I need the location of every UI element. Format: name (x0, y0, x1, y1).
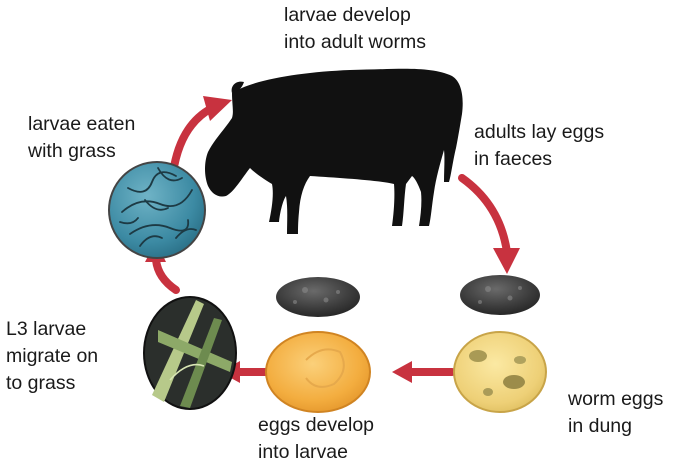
label-adults-lay-eggs-line2: in faeces (474, 146, 604, 173)
larvae-on-grass-icon (109, 162, 205, 258)
grass-blades-icon (144, 297, 236, 409)
label-larvae-eaten: larvae eaten with grass (28, 111, 135, 165)
arrow-eaten-to-cow-head (203, 96, 232, 121)
cow-silhouette-icon (205, 69, 463, 234)
label-larvae-eaten-line2: with grass (28, 138, 135, 165)
arrow-cow-to-dung-head (493, 248, 520, 274)
label-l3-migrate-line2: migrate on (6, 343, 98, 370)
label-worm-eggs-line1: worm eggs (568, 386, 663, 413)
arrow-cow-to-dung (462, 178, 507, 252)
larvae-in-egg-icon (266, 332, 370, 412)
label-eggs-develop-line1: eggs develop (258, 412, 374, 439)
label-adult-worms: larvae develop into adult worms (284, 2, 426, 56)
arrow-yellow-to-orange-head (392, 361, 412, 383)
dung-pat-icon (276, 275, 540, 317)
label-worm-eggs-line2: in dung (568, 413, 663, 440)
label-adult-worms-line1: larvae develop (284, 2, 426, 29)
label-l3-migrate-line3: to grass (6, 370, 98, 397)
label-l3-migrate-line1: L3 larvae (6, 316, 98, 343)
label-eggs-develop-line2: into larvae (258, 439, 374, 466)
label-adults-lay-eggs-line1: adults lay eggs (474, 119, 604, 146)
label-adult-worms-line2: into adult worms (284, 29, 426, 56)
arrow-grass-to-blue (156, 260, 176, 290)
label-eggs-develop: eggs develop into larvae (258, 412, 374, 466)
label-worm-eggs: worm eggs in dung (568, 386, 663, 440)
label-adults-lay-eggs: adults lay eggs in faeces (474, 119, 604, 173)
dung-cross-section-icon (454, 332, 546, 412)
label-larvae-eaten-line1: larvae eaten (28, 111, 135, 138)
label-l3-migrate: L3 larvae migrate on to grass (6, 316, 98, 397)
